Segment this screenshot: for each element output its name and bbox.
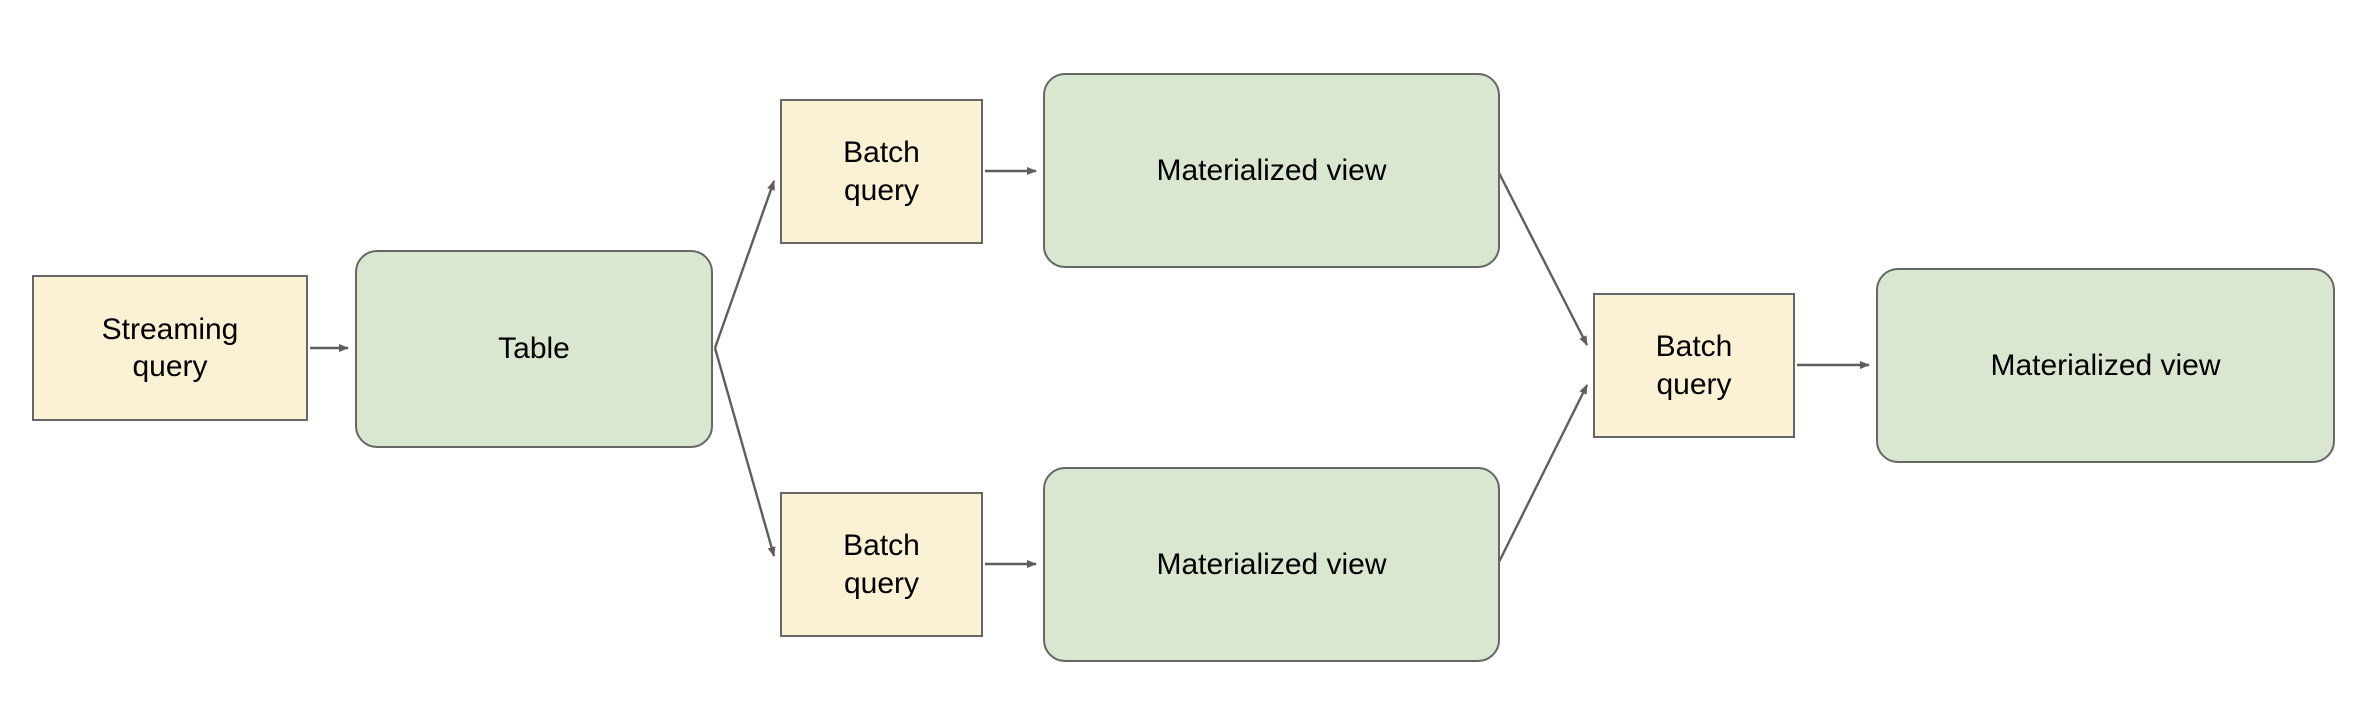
node-materialized-view-final[interactable]: Materialized view: [1876, 268, 2335, 463]
node-label-streaming-query: Streaming query: [101, 312, 239, 383]
node-batch-query-top[interactable]: Batch query: [780, 99, 983, 244]
edge-table-to-batch-query-bottom: [713, 347, 776, 557]
edge-materialized-view-bottom-to-batch-query-merge: [1496, 384, 1589, 565]
node-materialized-view-top[interactable]: Materialized view: [1043, 73, 1500, 268]
node-label-table: Table: [498, 332, 570, 366]
node-batch-query-bottom[interactable]: Batch query: [780, 492, 983, 637]
node-label-materialized-view-bottom: Materialized view: [1156, 547, 1387, 581]
node-label-materialized-view-top: Materialized view: [1156, 153, 1387, 187]
edge-materialized-view-top-to-batch-query-merge: [1496, 170, 1589, 346]
node-label-batch-query-bottom: Batch query: [843, 529, 920, 600]
node-materialized-view-bottom[interactable]: Materialized view: [1043, 467, 1500, 662]
node-streaming-query[interactable]: Streaming query: [32, 275, 308, 421]
node-batch-query-merge[interactable]: Batch query: [1593, 293, 1795, 438]
node-table[interactable]: Table: [355, 250, 713, 448]
node-label-batch-query-top: Batch query: [843, 136, 920, 207]
node-label-materialized-view-final: Materialized view: [1990, 348, 2221, 382]
edge-table-to-batch-query-top: [713, 180, 776, 349]
node-label-batch-query-merge: Batch query: [1655, 330, 1733, 401]
